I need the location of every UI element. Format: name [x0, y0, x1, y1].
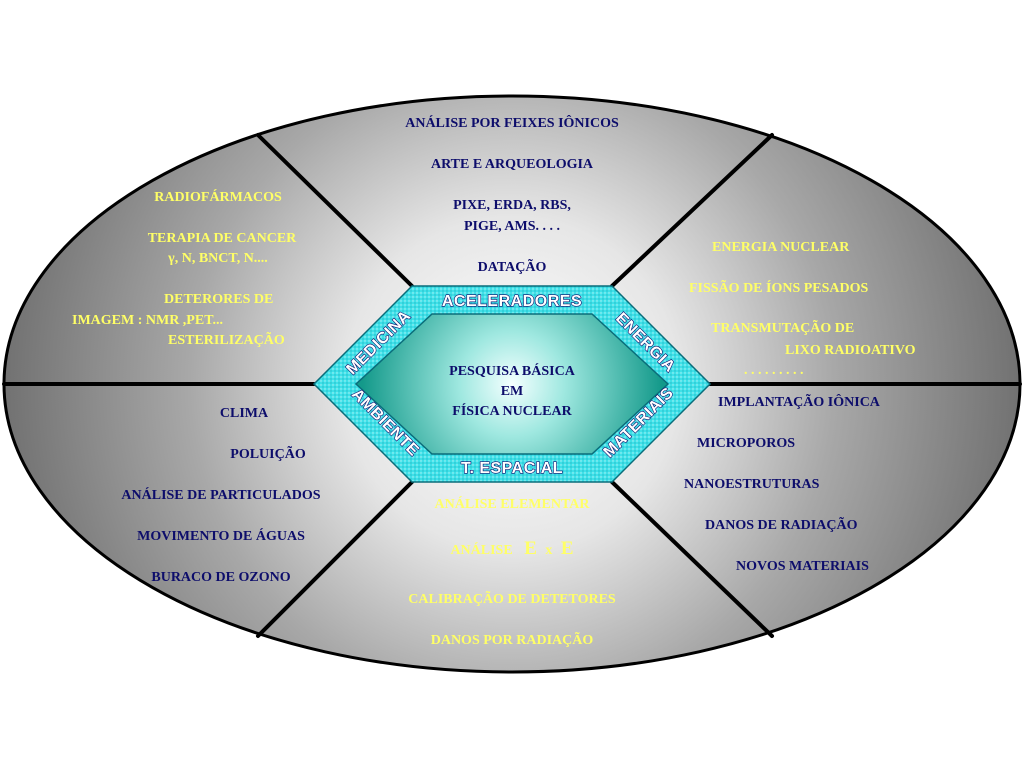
divider-lower-left — [256, 480, 414, 638]
top-line-1: ANÁLISE POR FEIXES IÔNICOS — [405, 114, 619, 131]
bottom-line-2-e2: E — [561, 538, 574, 559]
upper-right-line-2: FISSÃO DE ÍONS PESADOS — [689, 278, 869, 296]
bottom-line-2-e1: E — [524, 538, 537, 559]
bottom-line-2: ANÁLISE E x E — [450, 538, 573, 559]
lower-right-line-4: DANOS DE RADIAÇÃO — [705, 515, 858, 533]
upper-left-line-6: ESTERILIZAÇÃO — [168, 330, 285, 348]
center-line-1: PESQUISA BÁSICA — [449, 362, 576, 379]
center-line-2: EM — [501, 384, 524, 399]
ring-label-bottom: T. ESPACIAL — [461, 460, 563, 477]
bottom-line-2-x: x — [545, 543, 552, 558]
upper-right-line-5: . . . . . . . . . — [744, 363, 804, 378]
lower-right-line-5: NOVOS MATERIAIS — [736, 559, 869, 574]
divider-lower-right — [610, 480, 774, 638]
lower-right-line-2: MICROPOROS — [697, 436, 795, 451]
top-line-4: PIGE, AMS. . . . — [464, 219, 560, 234]
divider-upper-right — [610, 133, 774, 288]
bottom-line-2-prefix: ANÁLISE — [450, 541, 512, 558]
sector-dividers — [2, 133, 1022, 638]
bottom-line-3: CALIBRAÇÃO DE DETETORES — [408, 589, 616, 607]
lower-left-line-4: MOVIMENTO DE ÁGUAS — [137, 527, 305, 544]
center-line-3: FÍSICA NUCLEAR — [452, 402, 572, 419]
upper-right-line-3: TRANSMUTAÇÃO DE — [711, 318, 854, 336]
bottom-line-4: DANOS POR RADIAÇÃO — [431, 630, 594, 648]
lower-right-line-3: NANOESTRUTURAS — [684, 477, 820, 492]
lower-right-line-1: IMPLANTAÇÃO IÔNICA — [718, 392, 881, 410]
lower-left-line-1: CLIMA — [220, 406, 269, 421]
lower-right-sector: IMPLANTAÇÃO IÔNICA MICROPOROS NANOESTRUT… — [684, 392, 881, 574]
upper-right-line-4: LIXO RADIOATIVO — [785, 343, 916, 358]
upper-left-sector: RADIOFÁRMACOS TERAPIA DE CANCER γ, N, BN… — [72, 188, 297, 348]
lower-left-line-2: POLUIÇÃO — [230, 444, 306, 462]
lower-left-line-5: BURACO DE OZONO — [151, 570, 290, 585]
top-line-5: DATAÇÃO — [478, 257, 547, 275]
top-sector: ANÁLISE POR FEIXES IÔNICOS ARTE E ARQUEO… — [405, 114, 619, 275]
upper-left-line-1: RADIOFÁRMACOS — [154, 188, 282, 205]
top-line-3: PIXE, ERDA, RBS, — [453, 198, 571, 213]
upper-left-line-2: TERAPIA DE CANCER — [148, 231, 297, 246]
lower-left-line-3: ANÁLISE DE PARTICULADOS — [121, 486, 320, 503]
upper-right-sector: ENERGIA NUCLEAR FISSÃO DE ÍONS PESADOS T… — [689, 240, 916, 378]
inner-hexagon — [354, 313, 670, 455]
top-line-2: ARTE E ARQUEOLOGIA — [431, 157, 594, 172]
ring-label-top: ACELERADORES — [442, 293, 582, 310]
bottom-line-1: ANÁLISE ELEMENTAR — [435, 495, 591, 512]
bottom-sector: ANÁLISE ELEMENTAR ANÁLISE E x E CALIBRAÇ… — [408, 495, 616, 648]
center-text: PESQUISA BÁSICA EM FÍSICA NUCLEAR — [449, 362, 576, 419]
divider-upper-left — [256, 133, 414, 288]
upper-left-line-5: IMAGEM : NMR ,PET... — [72, 313, 223, 328]
upper-right-line-1: ENERGIA NUCLEAR — [712, 240, 850, 255]
upper-left-line-3: γ, N, BNCT, N.... — [167, 251, 268, 266]
upper-left-line-4: DETERORES DE — [164, 292, 273, 307]
lower-left-sector: CLIMA POLUIÇÃO ANÁLISE DE PARTICULADOS M… — [121, 406, 320, 585]
